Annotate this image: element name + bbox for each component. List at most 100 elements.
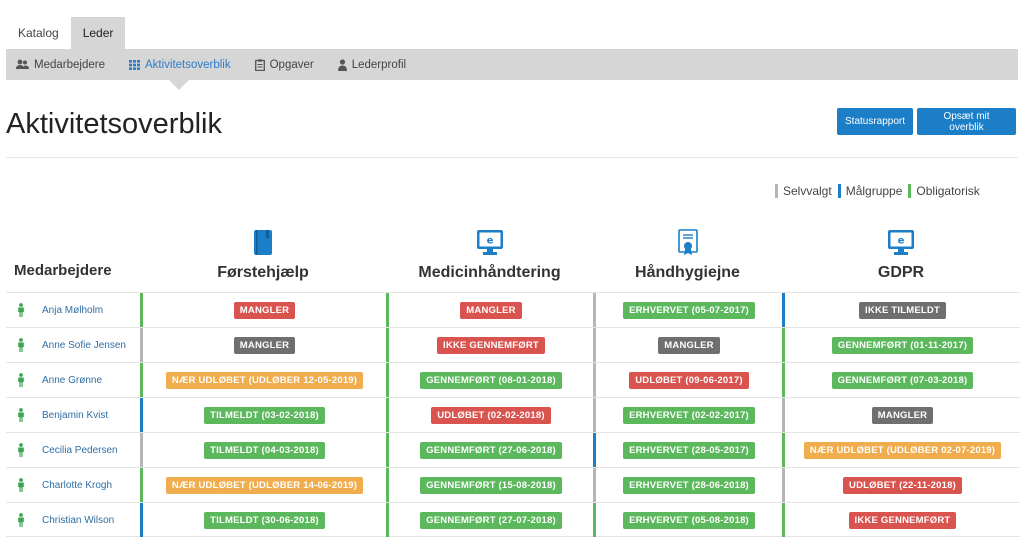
status-badge[interactable]: GENNEMFØRT (27-07-2018) xyxy=(420,511,562,529)
status-badge[interactable]: MANGLER xyxy=(233,301,296,319)
status-cell: NÆR UDLØBET (UDLØBER 12-05-2019) xyxy=(140,363,386,397)
legend-item-selvvalgt: Selvvalgt xyxy=(775,184,832,198)
legend-item-maalgruppe: Målgruppe xyxy=(837,184,903,198)
status-badge[interactable]: GENNEMFØRT (07-03-2018) xyxy=(831,371,974,389)
status-cell: GENNEMFØRT (15-08-2018) xyxy=(386,468,593,502)
svg-text:e: e xyxy=(898,236,905,247)
employee-cell: Anne Grønne xyxy=(6,363,140,397)
status-cell: UDLØBET (22-11-2018) xyxy=(782,468,1020,502)
status-badge[interactable]: TILMELDT (03-02-2018) xyxy=(204,406,325,424)
status-badge[interactable]: IKKE TILMELDT xyxy=(859,301,946,319)
status-badge[interactable]: GENNEMFØRT (01-11-2017) xyxy=(831,336,974,354)
status-badge[interactable]: MANGLER xyxy=(460,301,522,319)
status-cell: IKKE GENNEMFØRT xyxy=(386,328,593,362)
status-cell: GENNEMFØRT (01-11-2017) xyxy=(782,328,1020,362)
status-cell: UDLØBET (02-02-2018) xyxy=(386,398,593,432)
legend-swatch xyxy=(837,184,841,198)
employee-cell: Benjamin Kvist xyxy=(6,398,140,432)
subnav-item-aktivitetsoverblik[interactable]: Aktivitetsoverblik xyxy=(128,49,231,90)
employee-cell: Anja Mølholm xyxy=(6,293,140,327)
status-badge[interactable]: MANGLER xyxy=(658,336,720,354)
tab-leder[interactable]: Leder xyxy=(70,17,126,49)
status-cell: ERHVERVET (28-06-2018) xyxy=(593,468,782,502)
status-badge[interactable]: MANGLER xyxy=(233,336,296,354)
status-badge[interactable]: NÆR UDLØBET (UDLØBER 14-06-2019) xyxy=(165,476,364,494)
table-row: Christian Wilson TILMELDT (30-06-2018) GEN… xyxy=(6,502,1020,537)
subnav-item-opgaver[interactable]: Opgaver xyxy=(254,49,314,80)
column-header-gdpr[interactable]: e GDPR xyxy=(782,226,1020,282)
grid-icon xyxy=(128,59,140,70)
employee-name-link[interactable]: Benjamin Kvist xyxy=(42,409,109,421)
status-badge[interactable]: NÆR UDLØBET (UDLØBER 12-05-2019) xyxy=(165,371,364,389)
status-badge[interactable]: TILMELDT (30-06-2018) xyxy=(204,511,325,529)
status-badge[interactable]: MANGLER xyxy=(871,406,934,424)
status-badge[interactable]: ERHVERVET (28-06-2018) xyxy=(623,476,755,494)
subnav-item-medarbejdere[interactable]: Medarbejdere xyxy=(16,49,105,80)
statusrapport-button[interactable]: Statusrapport xyxy=(837,108,913,135)
employee-name-link[interactable]: Cecilia Pedersen xyxy=(42,444,118,456)
status-cell: TILMELDT (30-06-2018) xyxy=(140,503,386,537)
subnav-label: Medarbejdere xyxy=(34,58,105,71)
column-label: Medicinhåndtering xyxy=(418,264,561,281)
column-label: GDPR xyxy=(877,264,925,281)
status-badge[interactable]: UDLØBET (09-06-2017) xyxy=(629,371,749,389)
status-cell: TILMELDT (03-02-2018) xyxy=(140,398,386,432)
employee-name-link[interactable]: Charlotte Krogh xyxy=(42,479,113,491)
status-badge[interactable]: ERHVERVET (28-05-2017) xyxy=(623,441,755,459)
employee-name-link[interactable]: Christian Wilson xyxy=(42,514,115,526)
status-badge[interactable]: ERHVERVET (02-02-2017) xyxy=(623,406,755,424)
subnav-label: Lederprofil xyxy=(351,58,407,71)
status-cell: ERHVERVET (28-05-2017) xyxy=(593,433,782,467)
status-cell: IKKE TILMELDT xyxy=(782,293,1020,327)
status-badge[interactable]: IKKE GENNEMFØRT xyxy=(437,336,545,354)
column-header-haandhygiejne[interactable]: Håndhygiejne xyxy=(593,226,782,282)
status-badge[interactable]: ERHVERVET (05-07-2017) xyxy=(623,301,755,319)
status-badge[interactable]: ERHVERVET (05-08-2018) xyxy=(623,511,755,529)
users-icon xyxy=(16,59,29,70)
monitor-icon: e xyxy=(782,226,1020,256)
status-badge[interactable]: UDLØBET (02-02-2018) xyxy=(431,406,551,424)
column-header-forstehjaelp[interactable]: Førstehjælp xyxy=(140,226,386,282)
sub-navigation: Medarbejdere Aktivitetsoverblik Opgaver … xyxy=(6,49,1018,90)
setup-overview-button[interactable]: Opsæt mit overblik xyxy=(917,108,1016,135)
status-badge[interactable]: NÆR UDLØBET (UDLØBER 02-07-2019) xyxy=(803,441,1002,459)
employee-name-link[interactable]: Anne Sofie Jensen xyxy=(42,339,126,351)
employee-column-header: Medarbejdere xyxy=(14,262,112,279)
status-cell: IKKE GENNEMFØRT xyxy=(782,503,1020,537)
status-cell: GENNEMFØRT (27-07-2018) xyxy=(386,503,593,537)
legend-label: Obligatorisk xyxy=(916,184,980,198)
legend-item-obligatorisk: Obligatorisk xyxy=(908,184,980,198)
status-badge[interactable]: TILMELDT (04-03-2018) xyxy=(204,441,325,459)
certificate-icon xyxy=(593,226,782,256)
status-cell: NÆR UDLØBET (UDLØBER 14-06-2019) xyxy=(140,468,386,502)
status-cell: ERHVERVET (05-08-2018) xyxy=(593,503,782,537)
table-row: Benjamin Kvist TILMELDT (03-02-2018) UDLØB… xyxy=(6,397,1020,432)
status-badge[interactable]: UDLØBET (22-11-2018) xyxy=(843,476,962,494)
legend-label: Selvvalgt xyxy=(783,184,832,198)
employee-name-link[interactable]: Anja Mølholm xyxy=(42,304,104,316)
person-icon xyxy=(10,303,32,317)
column-header-medicinhaandtering[interactable]: e Medicinhåndtering xyxy=(386,226,593,282)
status-badge[interactable]: GENNEMFØRT (08-01-2018) xyxy=(420,371,562,389)
legend-label: Målgruppe xyxy=(845,184,903,198)
status-cell: NÆR UDLØBET (UDLØBER 02-07-2019) xyxy=(782,433,1020,467)
subnav-item-lederprofil[interactable]: Lederprofil xyxy=(337,49,407,80)
status-badge[interactable]: GENNEMFØRT (27-06-2018) xyxy=(420,441,562,459)
person-icon xyxy=(10,373,32,387)
status-badge[interactable]: GENNEMFØRT (15-08-2018) xyxy=(420,476,562,494)
person-icon xyxy=(337,58,347,71)
tab-katalog[interactable]: Katalog xyxy=(18,26,59,40)
status-badge[interactable]: IKKE GENNEMFØRT xyxy=(848,511,957,529)
employee-cell: Christian Wilson xyxy=(6,503,140,537)
status-cell: GENNEMFØRT (27-06-2018) xyxy=(386,433,593,467)
svg-text:e: e xyxy=(486,236,493,247)
table-row: Anne Grønne NÆR UDLØBET (UDLØBER 12-05-20… xyxy=(6,362,1020,397)
status-cell: MANGLER xyxy=(386,293,593,327)
legend: Selvvalgt Målgruppe Obligatorisk xyxy=(775,184,986,198)
top-tabs: Katalog Leder xyxy=(6,17,126,49)
person-icon xyxy=(10,478,32,492)
employee-cell: Cecilia Pedersen xyxy=(6,433,140,467)
employee-name-link[interactable]: Anne Grønne xyxy=(42,374,103,386)
monitor-icon: e xyxy=(386,226,593,256)
